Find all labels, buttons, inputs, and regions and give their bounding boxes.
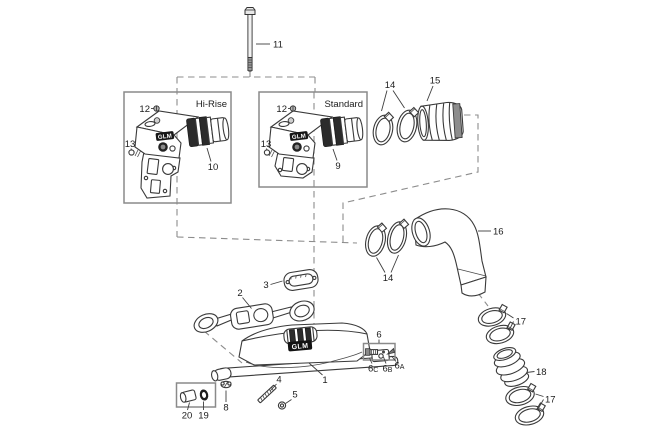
callout-14-lower: 14 [383,273,394,284]
callout-15: 15 [430,76,441,87]
dash-elbow-outlet [477,292,489,307]
hose-clamp-17-upper-a [477,303,508,327]
bellows-18 [493,347,530,387]
callout-18: 18 [536,367,547,378]
callout-leaders [130,43,544,411]
leader-14-upper [381,90,405,112]
hose-clamp-14-lower-a [364,222,388,257]
standard-box-label: Standard [324,99,363,110]
ball-6b [382,350,385,354]
callout-3: 3 [263,280,268,291]
leader-14-lower [376,254,399,273]
callout-9: 9 [335,161,340,172]
oring-19 [199,389,209,401]
callout-12-standard: 12 [276,104,287,115]
hirise-box-label: Hi-Rise [196,99,227,110]
leader-17-upper [506,313,514,331]
leader-1 [308,362,323,376]
leader-13-hirise [130,148,132,151]
leader-18 [526,371,535,373]
hose-clamp-14-lower-b [386,218,410,254]
plug-20 [179,389,197,403]
callout-17-upper: 17 [516,317,527,328]
kit-box-19-20 [175,382,217,408]
hose-clamp-17-lower-b [514,402,547,426]
callout-13-standard: 13 [261,139,272,150]
callout-6a: 6A [395,361,405,372]
leader-6c [369,357,373,364]
callout-1: 1 [322,375,327,386]
hose-clamp-14-upper-a [372,111,395,146]
leader-6b [383,356,387,364]
standard-manifold [268,110,365,179]
hirise-box [123,91,232,204]
callout-2: 2 [237,288,242,299]
leader-2 [242,297,252,309]
main-manifold-1: GLM [211,322,399,382]
callout-8: 8 [223,403,228,414]
leader-10 [206,147,212,162]
callout-11: 11 [273,40,283,51]
dash-gasket-to-manifold [203,330,243,364]
leader-5 [285,399,292,404]
leader-4 [269,383,277,392]
dash-hose-wrap [342,114,479,243]
leader-3 [270,280,283,285]
callout-10: 10 [208,162,219,173]
leader-13-standard [266,148,268,151]
hose-clamp-17-lower-a [505,382,537,407]
valve-6a [386,347,395,355]
callout-6b: 6B [383,364,393,375]
callout-14-upper: 14 [385,80,396,91]
leader-20 [187,402,190,411]
standard-box [258,91,368,188]
callout-17-lower: 17 [545,395,556,406]
hirise-manifold [134,110,231,199]
leader-15 [426,85,434,102]
screw-12-hirise [153,105,160,112]
dash-to-elbow-group [176,236,358,244]
manifold-gasket-2 [193,300,315,333]
callout-6c: 6C [368,364,378,375]
leader-6a [391,355,397,362]
nut-5 [277,401,287,410]
exhaust-elbow-16 [411,208,487,297]
callout-12-hirise: 12 [139,104,150,115]
callout-6: 6 [376,330,381,341]
fitting-kit-box-6 [362,342,396,361]
leader-17-lower [535,393,544,410]
callout-5: 5 [292,390,297,401]
bolt-11 [244,7,256,72]
callout-19: 19 [198,411,209,422]
callout-16: 16 [493,227,504,238]
exhaust-hose-15 [417,101,464,141]
fitting-6c [365,348,379,356]
drain-plug-8 [220,380,232,389]
callout-20: 20 [182,411,193,422]
hose-clamp-17-upper-b [485,321,516,345]
brand-logo-text-main: GLM [291,343,308,351]
callout-4: 4 [276,375,281,386]
callout-13-hirise: 13 [125,139,136,150]
washer-13-standard [263,149,271,156]
washer-13-hirise [128,149,135,156]
hose-clamp-14-upper-b [396,106,420,143]
leader-9 [332,148,338,161]
end-cap-gasket-3 [283,269,319,291]
screw-12-standard [289,105,297,112]
